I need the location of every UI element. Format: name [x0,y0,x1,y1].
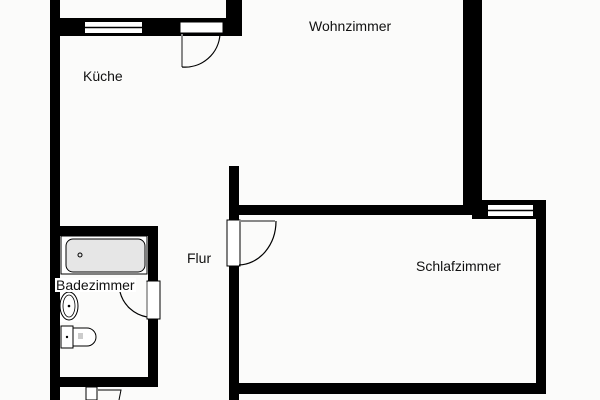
door-frame-bathroom [146,280,161,320]
fixture-bottom [98,389,122,400]
wall-bedroom-right [536,200,546,394]
room-label-flur: Flur [187,250,212,266]
room-label-badezimmer: Badezimmer [55,277,136,293]
door-frame-kitchen [179,21,224,34]
door-frame-bottom [85,386,98,400]
wall-bedroom-bottom [229,383,546,394]
room-label-wohnzimmer: Wohnzimmer [309,18,392,34]
door-swing-kitchen [181,33,221,68]
toilet-icon [72,327,97,347]
room-label-schlafzimmer: Schlafzimmer [416,258,501,274]
door-frame-bedroom [226,219,241,267]
wall-living-right [463,0,482,205]
fixtures [59,235,148,349]
room-label-kueche: Küche [83,68,123,84]
walls [50,0,546,400]
door-swing-bathroom [119,291,148,318]
wall-hall-right [229,166,239,400]
wall-bath-bottom [50,377,158,387]
wall-left-outer [50,0,60,400]
door-swing-bedroom [238,220,277,266]
wall-bedroom-top [229,205,482,215]
wall-bath-top [50,226,158,236]
bathtub-icon [65,238,146,273]
doors [85,21,277,400]
bathtub-drain-icon [77,252,83,258]
windows [85,22,533,216]
